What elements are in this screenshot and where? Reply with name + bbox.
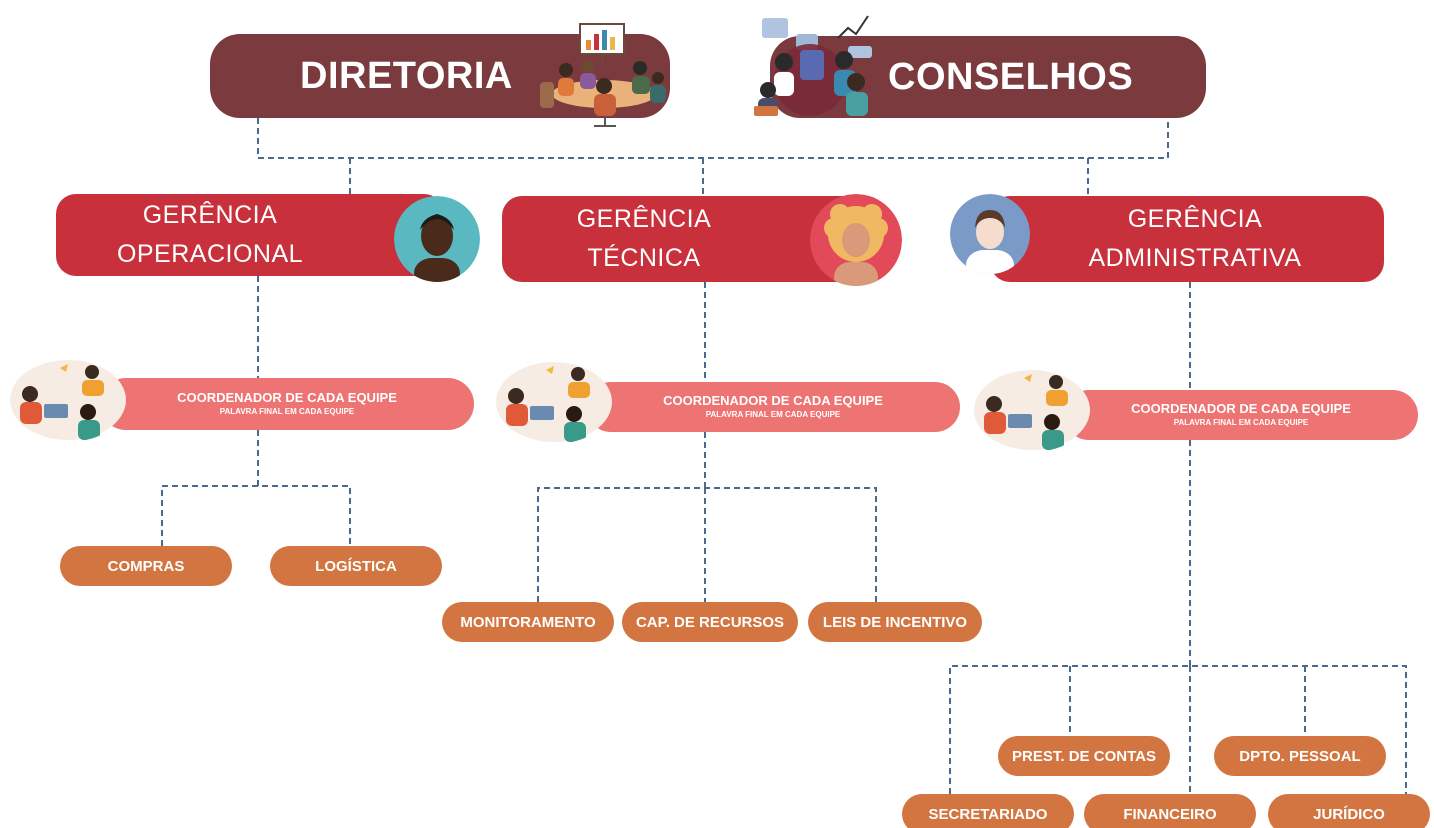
- gerencia-administrativa-line1: GERÊNCIA: [1127, 205, 1263, 234]
- council-illustration-icon: [754, 15, 872, 116]
- dept-secretariado: SECRETARIADO: [902, 794, 1074, 828]
- avatar-curly-hair-icon: [810, 194, 902, 286]
- top-connector: [257, 118, 1169, 159]
- dept-cap-recursos: CAP. DE RECURSOS: [622, 602, 798, 642]
- gerencia-operacional-line2: OPERACIONAL: [116, 240, 304, 268]
- dept-monitoramento-label: MONITORAMENTO: [460, 613, 596, 631]
- dept-compras-label: COMPRAS: [107, 557, 185, 575]
- avatar-dark-skin-icon: [394, 196, 480, 282]
- coordenador-tecnica-title: COORDENADOR DE CADA EQUIPE: [663, 393, 883, 409]
- dept-monitoramento: MONITORAMENTO: [442, 602, 614, 642]
- dept-prest-contas: PREST. DE CONTAS: [998, 736, 1170, 776]
- dept-financeiro: FINANCEIRO: [1084, 794, 1256, 828]
- dept-financeiro-label: FINANCEIRO: [1123, 805, 1217, 823]
- conselhos-label: CONSELHOS: [888, 55, 1134, 98]
- coordenador-administrativa-box: COORDENADOR DE CADA EQUIPE PALAVRA FINAL…: [1064, 390, 1418, 440]
- gerencia-tecnica-line1: GERÊNCIA: [576, 205, 712, 234]
- connector-adm-depts: [949, 665, 1407, 794]
- gerencia-operacional-box: GERÊNCIA OPERACIONAL: [56, 194, 444, 276]
- team-illustration-icon: [974, 370, 1090, 450]
- dept-secretariado-label: SECRETARIADO: [928, 805, 1048, 823]
- dept-compras: COMPRAS: [60, 546, 232, 586]
- coordenador-tecnica-subtitle: PALAVRA FINAL EM CADA EQUIPE: [705, 410, 841, 420]
- coordenador-operacional-subtitle: PALAVRA FINAL EM CADA EQUIPE: [219, 407, 355, 417]
- team-illustration-icon: [496, 362, 612, 442]
- dept-juridico-label: JURÍDICO: [1313, 805, 1385, 823]
- dept-dpto-pessoal: DPTO. PESSOAL: [1214, 736, 1386, 776]
- dept-cap-recursos-label: CAP. DE RECURSOS: [635, 613, 785, 631]
- coordenador-administrativa-subtitle: PALAVRA FINAL EM CADA EQUIPE: [1173, 418, 1309, 428]
- gerencia-administrativa-line2: ADMINISTRATIVA: [1088, 244, 1302, 272]
- dept-leis-incentivo-label: LEIS DE INCENTIVO: [822, 613, 968, 631]
- connector-op-depts: [161, 485, 351, 546]
- team-illustration-icon: [10, 360, 126, 440]
- coordenador-administrativa-title: COORDENADOR DE CADA EQUIPE: [1131, 401, 1351, 417]
- gerencia-operacional-line1: GERÊNCIA: [142, 201, 278, 230]
- gerencia-administrativa-box: GERÊNCIA ADMINISTRATIVA: [990, 196, 1384, 282]
- dept-logistica: LOGÍSTICA: [270, 546, 442, 586]
- gerencia-tecnica-line2: TÉCNICA: [587, 244, 701, 272]
- coordenador-operacional-title: COORDENADOR DE CADA EQUIPE: [177, 390, 397, 406]
- meeting-illustration-icon: [540, 23, 666, 127]
- coordenador-operacional-box: COORDENADOR DE CADA EQUIPE PALAVRA FINAL…: [100, 378, 474, 430]
- coordenador-tecnica-box: COORDENADOR DE CADA EQUIPE PALAVRA FINAL…: [586, 382, 960, 432]
- conselhos-box: CONSELHOS: [770, 36, 1206, 118]
- dept-juridico: JURÍDICO: [1268, 794, 1430, 828]
- dept-dpto-pessoal-label: DPTO. PESSOAL: [1239, 747, 1361, 765]
- dept-logistica-label: LOGÍSTICA: [315, 557, 397, 575]
- connector-tec-depts: [537, 487, 877, 602]
- dept-prest-contas-label: PREST. DE CONTAS: [1012, 747, 1156, 765]
- avatar-man-icon: [950, 194, 1030, 274]
- dept-leis-incentivo: LEIS DE INCENTIVO: [808, 602, 982, 642]
- diretoria-label: DIRETORIA: [300, 54, 513, 97]
